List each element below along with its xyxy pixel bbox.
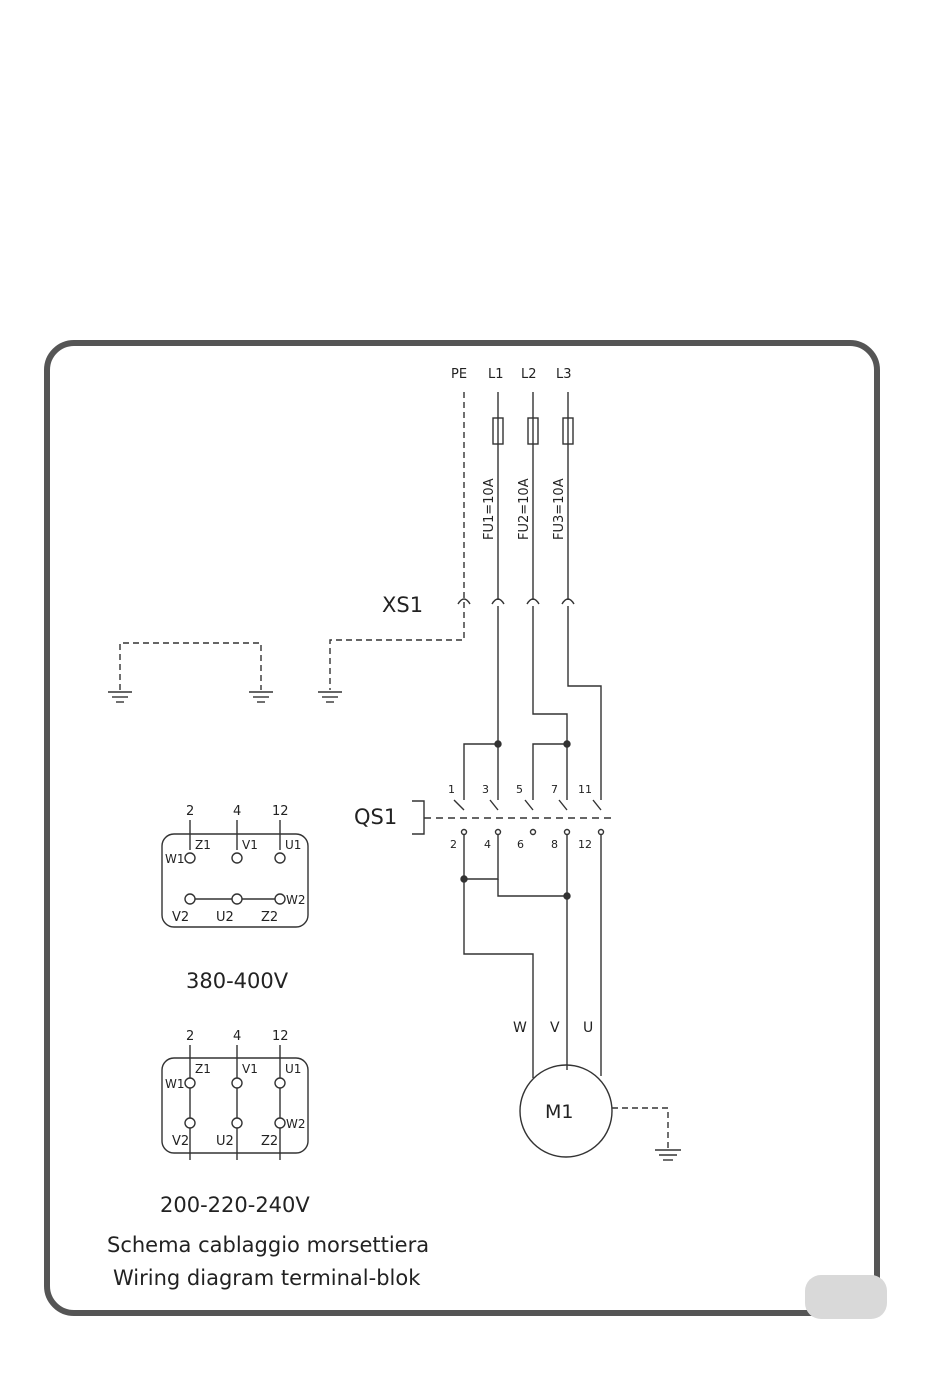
block-label: Z2 <box>261 910 278 925</box>
block-label: W1 <box>165 1077 185 1091</box>
bridge-2 <box>533 744 567 800</box>
terminal-top: 3 <box>482 783 489 796</box>
block-label: Z2 <box>261 1134 278 1149</box>
pe-label: PE <box>451 367 467 382</box>
block-label: W1 <box>165 852 185 866</box>
qs1-label: QS1 <box>354 805 397 829</box>
fu2-label: FU2=10A <box>517 478 532 540</box>
caption-english: Wiring diagram terminal-blok <box>113 1266 421 1290</box>
xs1-label: XS1 <box>382 593 423 617</box>
switch-actuator <box>412 801 424 834</box>
pe-wire <box>330 392 464 690</box>
ground-icon <box>249 692 273 702</box>
junction-dot <box>564 741 570 747</box>
caption-italian: Schema cablaggio morsettiera <box>107 1233 429 1257</box>
motor-ground-wire <box>612 1108 668 1148</box>
block-label: U1 <box>285 1062 301 1076</box>
block-number: 4 <box>233 804 241 819</box>
block-label: V1 <box>242 1062 258 1076</box>
block-label: W2 <box>286 1117 306 1131</box>
block-label: V2 <box>172 910 189 925</box>
block-label: V2 <box>172 1134 189 1149</box>
terminal-top: 11 <box>578 783 592 796</box>
terminal-bottom: 8 <box>551 838 558 851</box>
l2-label: L2 <box>521 367 537 382</box>
bridge-1 <box>464 744 498 800</box>
motor-label: M1 <box>545 1101 573 1123</box>
terminal-top: 1 <box>448 783 455 796</box>
voltage-380-label: 380-400V <box>186 969 289 993</box>
block-number: 2 <box>186 804 194 819</box>
block-number: 12 <box>272 804 289 819</box>
block-label: Z1 <box>195 838 211 852</box>
junction-dot <box>461 876 467 882</box>
terminal-top: 5 <box>516 783 523 796</box>
l3-drop <box>568 606 601 800</box>
l3-label: L3 <box>556 367 572 382</box>
terminal-bottom: 12 <box>578 838 592 851</box>
ground-icon <box>318 692 342 702</box>
terminal-bottom: 4 <box>484 838 491 851</box>
ground-bus <box>120 643 261 690</box>
ground-icon <box>108 692 132 702</box>
fu3-label: FU3=10A <box>552 478 567 540</box>
w-label: W <box>513 1020 527 1036</box>
block-number: 12 <box>272 1029 289 1044</box>
block-label: W2 <box>286 893 306 907</box>
voltage-220-label: 200-220-240V <box>160 1193 310 1217</box>
terminal-top: 7 <box>551 783 558 796</box>
junction-dot <box>564 893 570 899</box>
l2-drop <box>533 606 567 744</box>
ground-icon <box>655 1150 681 1160</box>
block-label: U1 <box>285 838 301 852</box>
terminal-bottom: 2 <box>450 838 457 851</box>
junction-dot <box>495 741 501 747</box>
v-label: V <box>550 1020 560 1036</box>
terminal-bottom: 6 <box>517 838 524 851</box>
block-label: U2 <box>216 1134 234 1149</box>
block-number: 2 <box>186 1029 194 1044</box>
block-number: 4 <box>233 1029 241 1044</box>
u-label: U <box>583 1020 593 1036</box>
block-label: V1 <box>242 838 258 852</box>
fu1-label: FU1=10A <box>482 478 497 540</box>
bridge-3 <box>464 834 498 879</box>
l1-label: L1 <box>488 367 504 382</box>
block-label: Z1 <box>195 1062 211 1076</box>
block-label: U2 <box>216 910 234 925</box>
switch-contacts <box>454 800 604 835</box>
